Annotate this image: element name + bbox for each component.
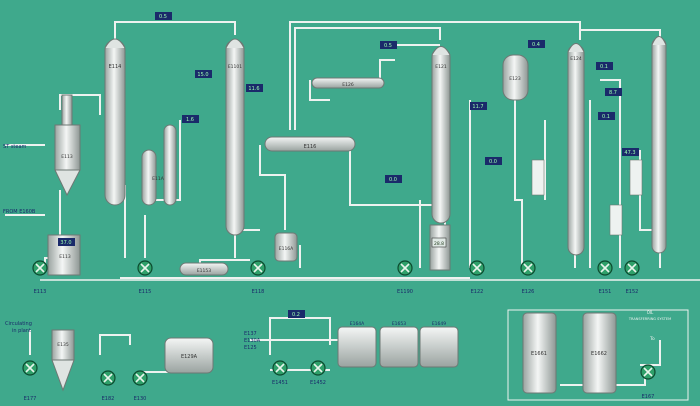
vessel-label-e114: E114 xyxy=(109,64,122,70)
vessel-label-e11a: E11A xyxy=(152,176,165,182)
pump-label-e118: E118 xyxy=(252,289,265,295)
instrument-i5[interactable]: 0.4 xyxy=(528,40,545,48)
instrument-i15[interactable]: 0.2 xyxy=(288,310,305,318)
instrument-i7[interactable]: 8.7 xyxy=(605,88,622,96)
instrument-i2[interactable]: 15.0 xyxy=(195,70,212,78)
instrument-value-i14: 47.3 xyxy=(624,150,635,156)
pump-label-e130: E130 xyxy=(134,396,147,402)
instrument-i11[interactable]: 1.6 xyxy=(182,115,199,123)
svg-text:E113: E113 xyxy=(61,154,73,160)
circulating-label: Circulating xyxy=(5,321,32,327)
tank-farm-subtitle: TRANSFERRING SYSTEM xyxy=(628,317,671,321)
instrument-value-i6: 0.1 xyxy=(600,64,608,70)
pump-label-e182: E182 xyxy=(102,396,115,402)
instrument-i3[interactable]: 11.6 xyxy=(246,84,263,92)
vessel-label-e126: E126 xyxy=(342,82,354,88)
instrument-i14[interactable]: 47.3 xyxy=(622,148,639,156)
instrument-value-i10: 0.0 xyxy=(489,159,497,165)
pump-e167[interactable]: E167 xyxy=(640,364,656,400)
instrument-value-i12: 0.1 xyxy=(602,114,610,120)
steam-label: ST steam xyxy=(3,144,27,150)
pump-label-e167: E167 xyxy=(642,394,655,400)
vessel-label-e1653: E1653 xyxy=(392,321,406,327)
misc-labels: ST steam FROM E160B Circulating in plant… xyxy=(3,144,261,351)
pump-e122[interactable]: E122 xyxy=(469,260,485,295)
level-label: 28.8 xyxy=(434,241,444,247)
vessel-label-e1662: E1662 xyxy=(591,351,607,357)
instrument-value-i7: 8.7 xyxy=(609,90,617,96)
vessel-label-e1649: E1649 xyxy=(432,321,446,327)
pump-e182[interactable]: E182 xyxy=(100,370,116,402)
instrument-value-i1: 0.5 xyxy=(159,14,167,20)
vessel-label-e1101: E1101 xyxy=(228,64,242,70)
pump-label-e113: E113 xyxy=(34,289,47,295)
from-label: FROM E160B xyxy=(3,209,36,215)
instrument-value-i4: 0.5 xyxy=(384,43,392,49)
pump-label-e1452: E1452 xyxy=(310,380,326,386)
pump-label-e1451: E1451 xyxy=(272,380,288,386)
instrument-i10[interactable]: 0.0 xyxy=(485,157,502,165)
instrument-i1[interactable]: 0.5 xyxy=(155,12,172,20)
instrument-i4[interactable]: 0.5 xyxy=(380,41,397,49)
instrument-i8[interactable]: 11.7 xyxy=(470,102,487,110)
pump-e118[interactable]: E118 xyxy=(250,260,266,295)
instrument-i12[interactable]: 0.1 xyxy=(598,112,615,120)
pump-label-e177: E177 xyxy=(24,396,37,402)
pump-label-e115: E115 xyxy=(139,289,152,295)
instrument-value-i5: 0.4 xyxy=(532,42,540,48)
vessel-label-e164a: E164A xyxy=(350,321,365,327)
instrument-value-i15: 0.2 xyxy=(292,312,300,318)
vessel-label-e113: E113 xyxy=(59,254,71,260)
pump-label-e152: E152 xyxy=(626,289,639,295)
instrument-value-i11: 1.6 xyxy=(186,117,194,123)
instruments: 0.5 15.0 11.6 0.5 0.4 0.1 8.7 11.7 0.0 0… xyxy=(58,12,639,318)
pump-label-e151: E151 xyxy=(599,289,612,295)
instrument-value-i13: 37.0 xyxy=(60,240,71,246)
vessel-label-e129a: E129A xyxy=(181,354,198,360)
instrument-value-i8: 11.7 xyxy=(472,104,483,110)
instrument-i13[interactable]: 37.0 xyxy=(58,238,75,246)
pump-label-e122: E122 xyxy=(471,289,484,295)
vessel-label-e1153: E1153 xyxy=(197,268,211,274)
vessel-label-e116a: E116A xyxy=(279,246,294,252)
pump-label-e1190: E1190 xyxy=(397,289,413,295)
vessel-label-e135: E135 xyxy=(57,342,69,348)
vessel-label-e124: E124 xyxy=(570,56,582,62)
pump-label-e126: E126 xyxy=(522,289,535,295)
ref-e125: E125 xyxy=(244,345,257,351)
ref-e130a: E130A xyxy=(244,338,261,344)
pump-e151[interactable]: E151 xyxy=(597,260,613,295)
pumps: E113 E115 E118 E1190 E122 E126 E151 E152… xyxy=(22,260,656,402)
instrument-value-i9: 0.0 xyxy=(389,177,397,183)
instrument-i6[interactable]: 0.1 xyxy=(596,62,613,70)
pump-e113[interactable]: E113 xyxy=(32,260,48,295)
vessel-label-e121: E121 xyxy=(435,64,447,70)
in-plant-label: in plant xyxy=(12,328,31,334)
to-label: To xyxy=(649,336,655,342)
pump-e126[interactable]: E126 xyxy=(520,260,536,295)
ref-e137: E137 xyxy=(244,331,257,337)
instrument-value-i2: 15.0 xyxy=(197,72,208,78)
instrument-value-i3: 11.6 xyxy=(248,86,259,92)
vessel-label-e1661: E1661 xyxy=(531,351,547,357)
tank-farm-title: OIL xyxy=(647,310,654,315)
instrument-i9[interactable]: 0.0 xyxy=(385,175,402,183)
pump-e152[interactable]: E152 xyxy=(624,260,640,295)
pump-e1452[interactable]: E1452 xyxy=(310,360,326,386)
pump-e177[interactable]: E177 xyxy=(22,360,38,402)
pump-e115[interactable]: E115 xyxy=(137,260,153,295)
pump-e1190[interactable]: E1190 xyxy=(397,260,413,295)
vessel-label-e123: E123 xyxy=(509,76,521,82)
pump-e1451[interactable]: E1451 xyxy=(272,360,288,386)
vessel-label-e116: E116 xyxy=(304,144,317,150)
pump-e130[interactable]: E130 xyxy=(132,370,148,402)
vessels: E114 E1101 E113 E11A E113 E1153 E116A E1… xyxy=(47,36,689,401)
